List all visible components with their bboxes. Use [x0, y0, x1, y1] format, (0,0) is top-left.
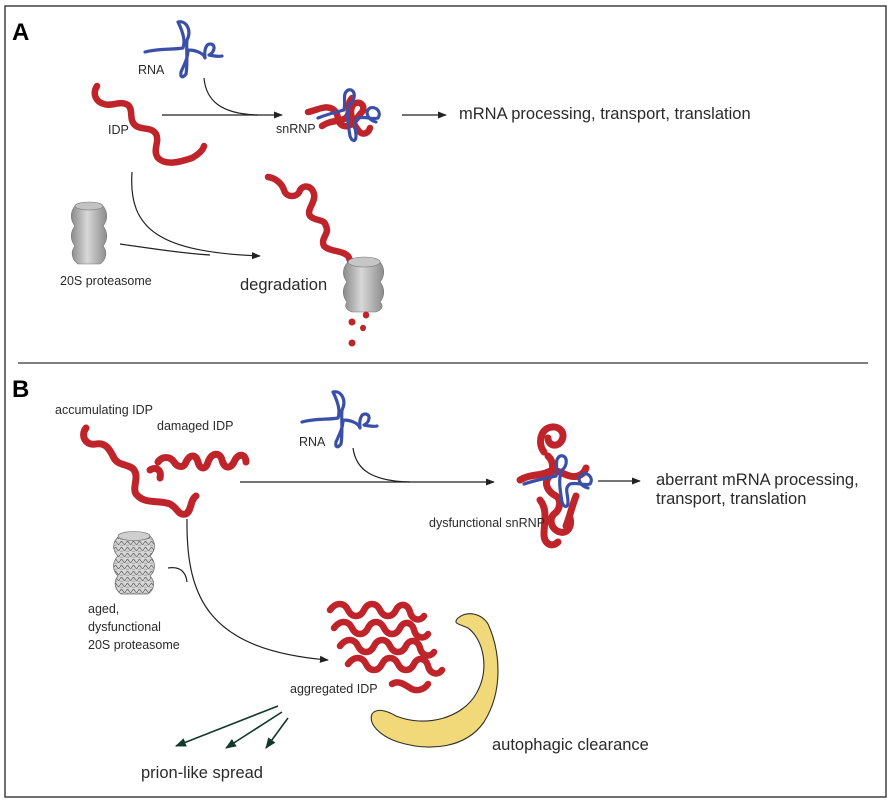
panel-a-letter: A	[12, 19, 29, 46]
aged-proteasome-line2: dysfunctional	[88, 620, 161, 634]
arrow-proteasome-join-b	[167, 567, 188, 583]
rna-b-icon	[300, 390, 379, 449]
snrnp-a-label: snRNP	[276, 122, 316, 136]
arrow-rna-join-a	[203, 77, 259, 116]
aged-proteasome-line1: aged,	[88, 602, 119, 616]
aged-proteasome-icon	[113, 531, 155, 595]
dysfunctional-snrnp-label: dysfunctional snRNP	[429, 516, 545, 530]
prion-arrow-1	[174, 705, 279, 747]
damaged-idp-fragment	[146, 464, 164, 482]
outcome-a: mRNA processing, transport, translation	[459, 105, 751, 123]
proteasome-degradation-icon	[342, 256, 385, 313]
idp-a-label: IDP	[108, 123, 129, 137]
prion-arrow-3	[265, 717, 289, 749]
accumulating-idp-label: accumulating IDP	[55, 403, 153, 417]
arrow-idp-to-degradation	[131, 171, 261, 260]
panel-b-letter: B	[12, 376, 29, 403]
arrow-to-aggregated-idp	[186, 518, 329, 663]
arrow-rna-join-b	[352, 447, 411, 483]
aggregated-idp-label: aggregated IDP	[290, 682, 378, 696]
idp-a-icon	[91, 82, 208, 166]
panel-b: B accumulating IDP damaged IDP RNA dysfu…	[12, 376, 859, 782]
prion-arrow-2	[225, 711, 283, 749]
accumulating-idp-icon	[80, 424, 200, 518]
rna-a-icon	[143, 20, 224, 79]
proteasome-a-label: 20S proteasome	[60, 274, 152, 288]
outcome-b-line1: aberrant mRNA processing,	[656, 471, 859, 489]
rna-a-label: RNA	[138, 63, 165, 77]
proteasome-a-icon	[70, 201, 108, 265]
aged-proteasome-line3: 20S proteasome	[88, 638, 180, 652]
outer-frame	[4, 5, 887, 798]
dysfunctional-snrnp-icon	[516, 423, 593, 549]
arrow-proteasome-join-a	[119, 243, 211, 256]
damaged-idp-icon	[154, 450, 250, 472]
autophagic-clearance-label: autophagic clearance	[492, 736, 649, 754]
degrading-idp-icon	[264, 173, 358, 276]
peptide-fragments	[348, 311, 370, 347]
aggregated-idp-icon	[326, 600, 446, 694]
snrnp-a-icon	[304, 88, 381, 143]
rna-b-label: RNA	[299, 435, 326, 449]
degradation-label: degradation	[240, 276, 327, 294]
panel-a: A RNA IDP snRNP mRNA processing, transpo…	[12, 19, 751, 347]
outcome-b-line2: transport, translation	[656, 490, 806, 508]
autophagosome-icon	[370, 613, 499, 748]
prion-like-spread-label: prion-like spread	[141, 764, 263, 782]
damaged-idp-label: damaged IDP	[157, 419, 233, 433]
